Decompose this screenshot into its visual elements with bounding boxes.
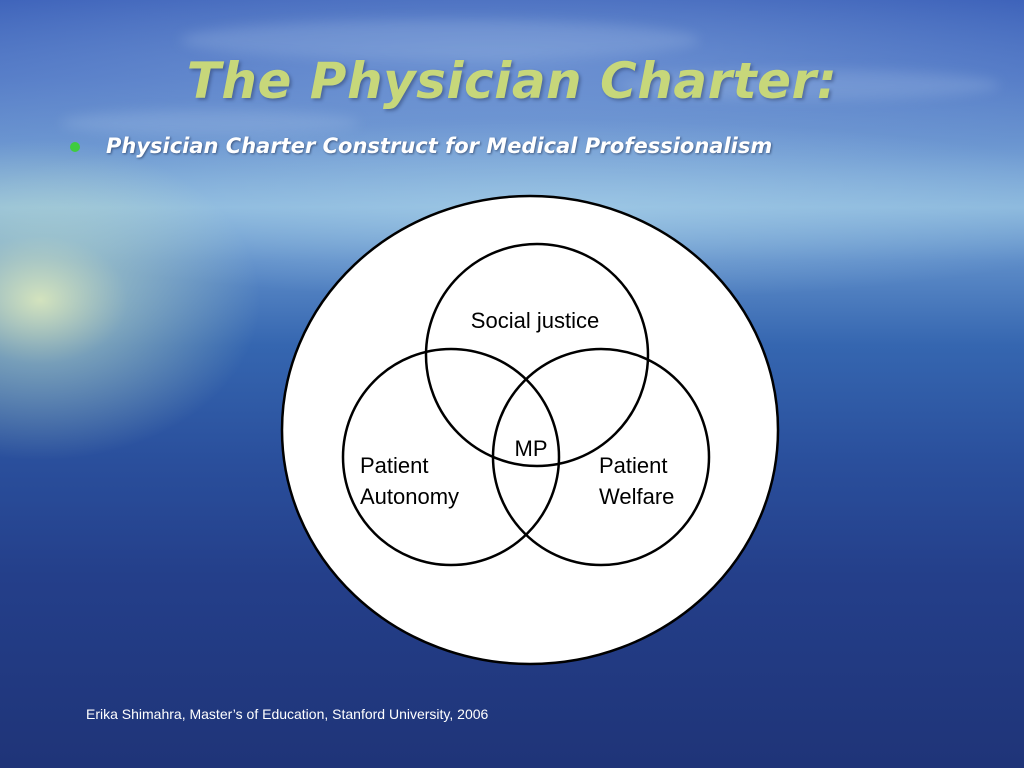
circle-social-justice xyxy=(424,242,650,468)
label-mp: MP xyxy=(515,436,548,461)
label-patient-welfare-line2: Welfare xyxy=(599,484,674,509)
label-patient-autonomy-line1: Patient xyxy=(360,453,429,478)
bullet-text: Physician Charter Construct for Medical … xyxy=(106,134,773,158)
label-patient-welfare-line1: Patient xyxy=(599,453,668,478)
label-social-justice: Social justice xyxy=(471,308,599,333)
circle-patient-welfare xyxy=(491,347,711,567)
cloud-streak xyxy=(620,70,1000,100)
slide-title: The Physician Charter: xyxy=(186,52,838,110)
outer-circle xyxy=(280,194,780,666)
bullet-item: Physician Charter Construct for Medical … xyxy=(70,134,772,158)
credit-footer: Erika Shimahra, Master’s of Education, S… xyxy=(86,706,489,722)
circle-patient-autonomy xyxy=(341,347,561,567)
cloud-streak xyxy=(60,110,360,136)
cloud-streak xyxy=(180,20,700,60)
label-patient-autonomy-line2: Autonomy xyxy=(360,484,459,509)
bullet-dot-icon xyxy=(70,142,80,152)
